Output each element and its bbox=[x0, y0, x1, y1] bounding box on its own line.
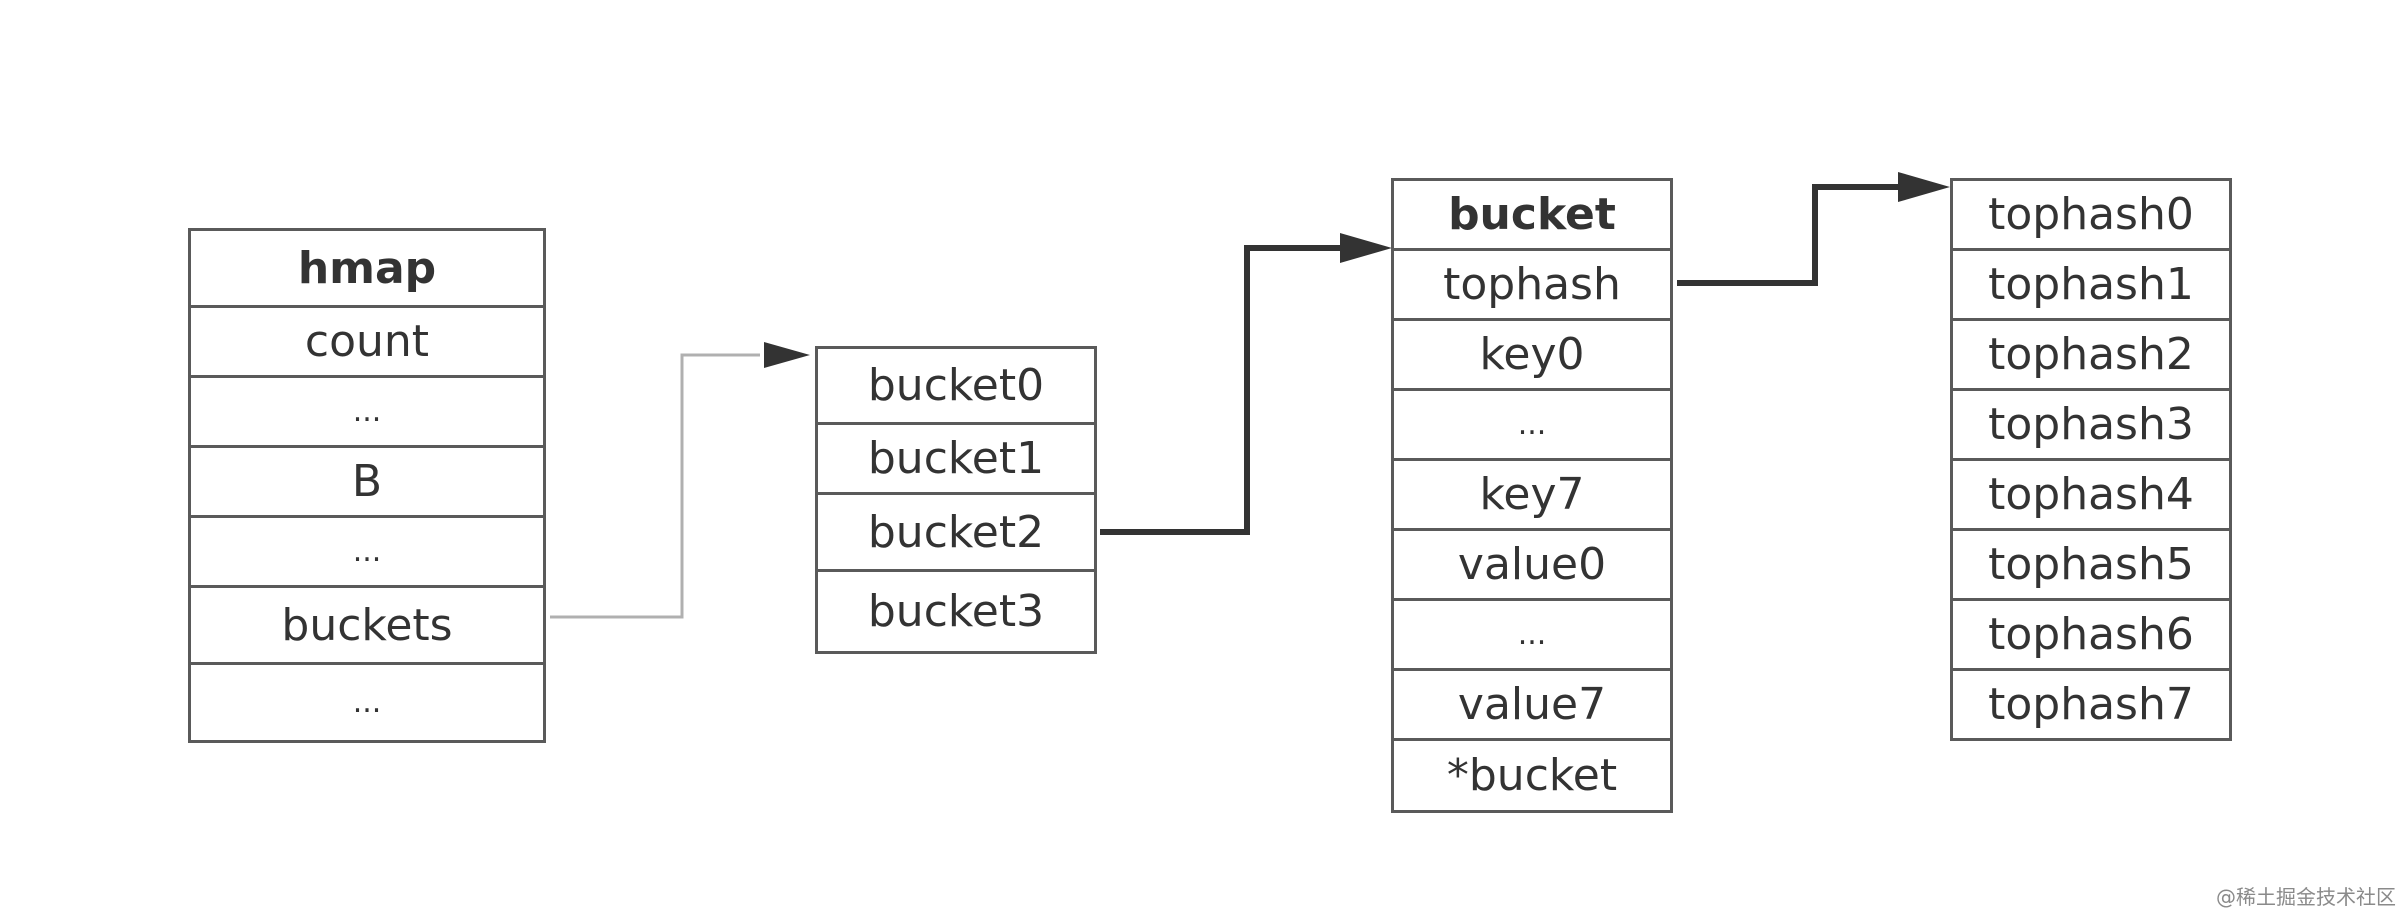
tophash-slot: tophash1 bbox=[1953, 251, 2229, 321]
bucket-slot: bucket2 bbox=[818, 495, 1094, 572]
bucket-field: key0 bbox=[1394, 321, 1670, 391]
bucket-field: ... bbox=[1394, 391, 1670, 461]
watermark: @稀土掘金技术社区 bbox=[2216, 885, 2396, 909]
tophash-slot: tophash4 bbox=[1953, 461, 2229, 531]
bucket-slot: bucket1 bbox=[818, 425, 1094, 495]
buckets-array-table: bucket0 bucket1 bucket2 bucket3 bbox=[815, 346, 1097, 654]
arrowhead-buckets-array bbox=[764, 342, 810, 368]
tophash-slot: tophash0 bbox=[1953, 181, 2229, 251]
bucket-field: *bucket bbox=[1394, 741, 1670, 813]
tophash-slot: tophash7 bbox=[1953, 671, 2229, 741]
tophash-slot: tophash3 bbox=[1953, 391, 2229, 461]
hmap-field-ellipsis: ... bbox=[191, 665, 543, 743]
arrowhead-tophash bbox=[1898, 172, 1950, 202]
connector-buckets-to-array bbox=[550, 353, 760, 619]
hmap-field-count: count bbox=[191, 308, 543, 378]
tophash-array-table: tophash0 tophash1 tophash2 tophash3 toph… bbox=[1950, 178, 2232, 741]
hmap-field-b: B bbox=[191, 448, 543, 518]
connector-tophash-to-array bbox=[1677, 184, 1900, 286]
arrowhead-bucket bbox=[1340, 233, 1392, 263]
bucket-header: bucket bbox=[1394, 181, 1670, 251]
bucket-field: ... bbox=[1394, 601, 1670, 671]
hmap-field-ellipsis: ... bbox=[191, 518, 543, 588]
hmap-table: hmap count ... B ... buckets ... bbox=[188, 228, 546, 743]
bucket-field: value7 bbox=[1394, 671, 1670, 741]
tophash-slot: tophash2 bbox=[1953, 321, 2229, 391]
connector-bucket2-to-bucket bbox=[1100, 245, 1345, 535]
bucket-field: value0 bbox=[1394, 531, 1670, 601]
bucket-slot: bucket0 bbox=[818, 349, 1094, 425]
bucket-slot: bucket3 bbox=[818, 572, 1094, 654]
bucket-field: tophash bbox=[1394, 251, 1670, 321]
hmap-header: hmap bbox=[191, 231, 543, 308]
bucket-field: key7 bbox=[1394, 461, 1670, 531]
hmap-field-buckets: buckets bbox=[191, 588, 543, 665]
hmap-field-ellipsis: ... bbox=[191, 378, 543, 448]
bucket-struct-table: bucket tophash key0 ... key7 value0 ... … bbox=[1391, 178, 1673, 813]
tophash-slot: tophash5 bbox=[1953, 531, 2229, 601]
tophash-slot: tophash6 bbox=[1953, 601, 2229, 671]
